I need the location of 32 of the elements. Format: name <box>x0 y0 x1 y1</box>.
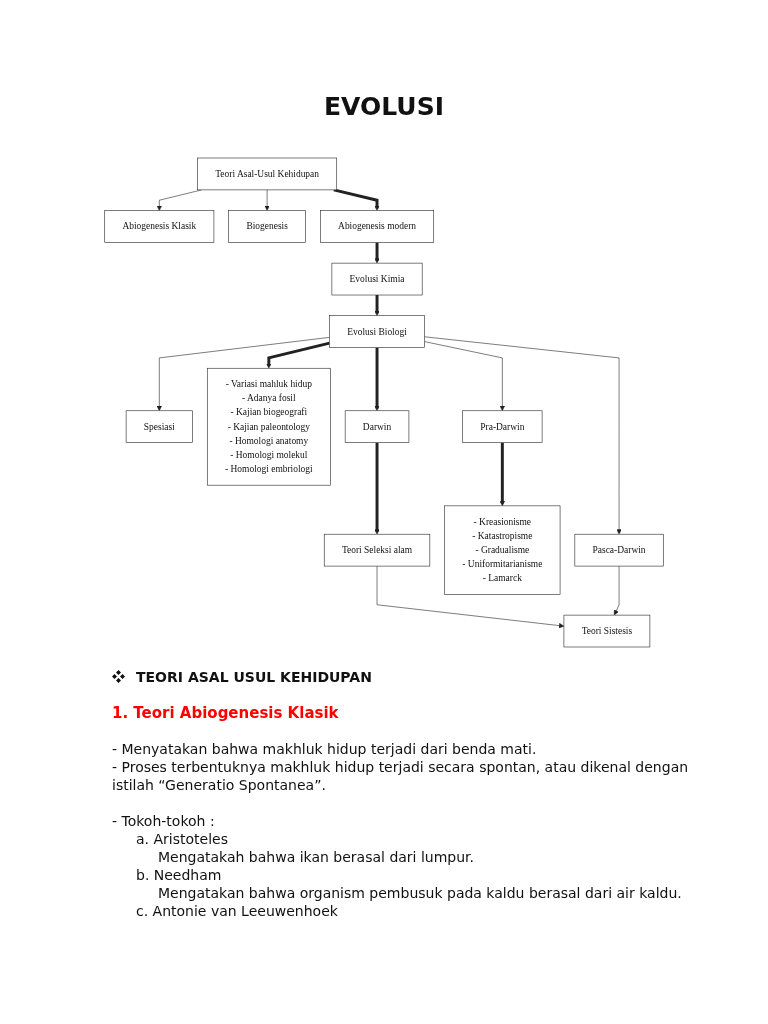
node-box: - Variasi mahluk hidup - Adanya fosil - Kajian biogeografi - Kajian paleontology - Homologi anatomy - Homologi molekul - Homologi embriologi <box>207 367 331 486</box>
paragraph: - Tokoh-tokoh : <box>112 812 216 830</box>
node-box: Biogenesis <box>228 210 306 243</box>
node-box: Pasca-Darwin <box>574 533 664 567</box>
paragraph: - Menyatakan bahwa makhluk hidup terjadi dari benda mati. <box>112 740 538 758</box>
node-box: Teori Seleksi alam <box>323 533 431 567</box>
subsection-heading: 1. Teori Abiogenesis Klasik <box>112 704 340 722</box>
arrow <box>374 347 380 411</box>
node-box: Abiogenesis modern <box>320 210 434 243</box>
node-box: Abiogenesis Klasik <box>104 210 215 243</box>
section-heading: TEORI ASAL USUL KEHIDUPAN <box>136 668 373 686</box>
arrow <box>266 341 330 369</box>
node-box: - Kreasionisme - Katastropisme - Gradualisme - Uniformitarianisme - Lamarck <box>444 505 561 595</box>
node-box: Teori Asal-Usul Kehidupan <box>197 157 338 191</box>
node-box: Evolusi Biologi <box>329 315 425 348</box>
node-box: Darwin <box>344 410 410 443</box>
arrow <box>499 442 505 507</box>
arrow <box>374 442 380 535</box>
paragraph: - Proses terbentuknya makhluk hidup terjadi secara spontan, atau dikenal dengan istilah “Generatio Spontanea”. <box>112 758 690 794</box>
node-box: Evolusi Kimia <box>331 262 423 296</box>
paragraph: Mengatakan bahwa organism pembusuk pada kaldu berasal dari air kaldu. <box>158 884 683 902</box>
page-title: EVOLUSI <box>323 92 445 121</box>
node-box: Pra-Darwin <box>462 410 543 443</box>
paragraph: Mengatakah bahwa ikan berasal dari lumpur. <box>158 848 476 866</box>
arrow <box>374 242 380 264</box>
arrow <box>333 188 380 211</box>
node-box: Teori Sistesis <box>563 614 651 648</box>
arrow <box>374 295 380 316</box>
paragraph: b. Needham <box>136 866 223 884</box>
paragraph: a. Aristoteles <box>136 830 229 848</box>
node-box: Spesiasi <box>125 410 193 443</box>
paragraph: c. Antonie van Leeuwenhoek <box>136 902 339 920</box>
